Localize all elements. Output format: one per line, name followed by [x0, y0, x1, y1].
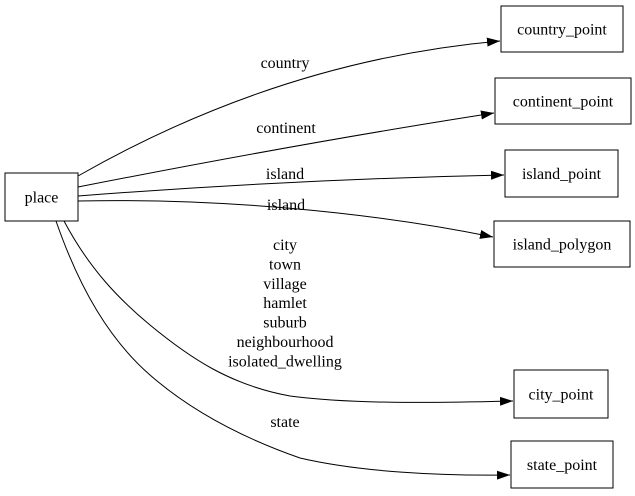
node-place: place: [4, 172, 79, 222]
edge-label-country: country: [261, 55, 310, 72]
edge-label-village: village: [263, 276, 307, 293]
edge-label-island: island: [267, 197, 305, 214]
edge-place-to-country_point: [77, 37, 501, 177]
edge-place-to-city_point: [63, 220, 514, 406]
node-state_point: state_point: [510, 440, 614, 489]
node-label-island_polygon: island_polygon: [513, 237, 612, 254]
edge-label-state: state: [270, 414, 299, 431]
node-label-state_point: state_point: [527, 457, 598, 474]
node-box-country_point: [500, 5, 624, 53]
edge-label-isolated_dwelling: isolated_dwelling: [228, 353, 342, 370]
node-box-island_point: [504, 149, 619, 198]
edge-labels-layer: country continent island island city town vill…: [228, 55, 342, 431]
node-island_point: island_point: [504, 149, 619, 198]
node-box-continent_point: [494, 77, 632, 125]
node-label-place: place: [25, 190, 59, 207]
node-island_polygon: island_polygon: [493, 220, 631, 268]
node-city_point: city_point: [513, 369, 609, 419]
node-box-state_point: [510, 440, 614, 489]
edge-label-city: city: [273, 237, 297, 254]
edge-label-island: island: [266, 166, 304, 183]
edge-label-suburb: suburb: [263, 315, 307, 332]
node-label-continent_point: continent_point: [513, 94, 614, 111]
node-label-country_point: country_point: [517, 22, 607, 39]
edges-layer: [55, 37, 514, 480]
edge-label-hamlet: hamlet: [263, 295, 307, 312]
node-box-city_point: [513, 369, 609, 419]
node-continent_point: continent_point: [494, 77, 632, 125]
node-label-island_point: island_point: [522, 166, 602, 183]
edge-place-to-island_point: [77, 170, 505, 197]
edge-label-neighbourhood: neighbourhood: [237, 334, 334, 351]
node-label-city_point: city_point: [529, 387, 594, 404]
node-box-place: [4, 172, 79, 222]
edge-label-continent: continent: [256, 120, 316, 137]
edge-place-to-state_point: [55, 220, 511, 480]
node-box-island_polygon: [493, 220, 631, 268]
edge-place-to-continent_point: [77, 110, 495, 188]
edge-label-town: town: [269, 256, 301, 273]
edge-place-to-island_polygon: [77, 200, 494, 239]
nodes-layer: place country_point continent_point island_…: [4, 5, 632, 489]
node-country_point: country_point: [500, 5, 624, 53]
